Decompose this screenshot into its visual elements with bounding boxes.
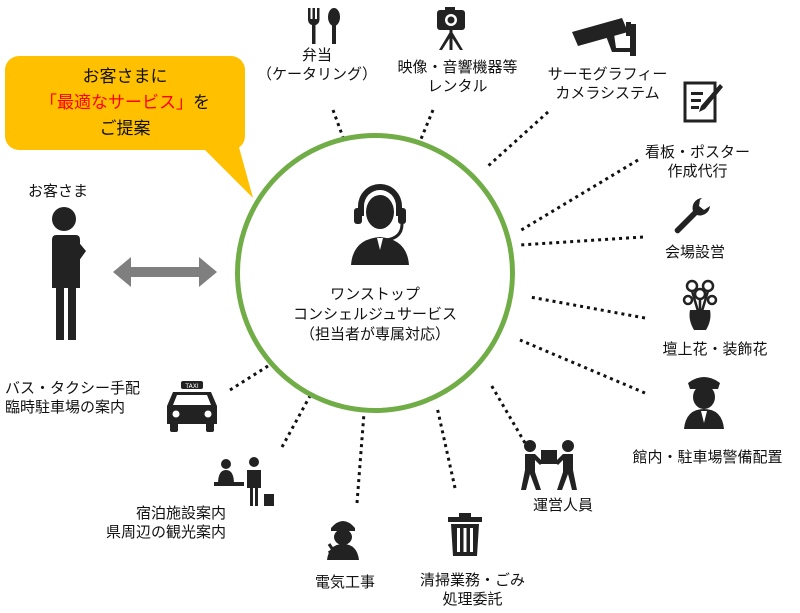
venue-setup-label: 会場設営 (664, 243, 725, 261)
link-cleaning (435, 406, 457, 489)
concierge-text: ワンストップ コンシェルジュサービス （担当者が専属対応） (265, 284, 485, 344)
wrench-icon (674, 198, 710, 234)
customer-label: お客さま (28, 182, 89, 200)
people-carrying-box-icon (521, 440, 577, 490)
lodging-label: 宿泊施設案内 県周辺の観光案内 (105, 504, 226, 541)
taxi-icon: TAXI (167, 381, 217, 432)
proposal-line-1: お客さまに (82, 67, 168, 87)
proposal-text: お客さまに 「最適なサービス」を ご提案 (5, 64, 245, 142)
cleaning-label: 清掃業務・ごみ 処理委託 (419, 571, 525, 608)
electric-label: 電気工事 (314, 573, 375, 591)
link-av (419, 109, 435, 140)
link-staff (488, 382, 527, 444)
security-camera-icon (572, 18, 636, 56)
concierge-line-2: コンシェルジュサービス (293, 305, 457, 323)
link-venue (519, 235, 644, 247)
speech-bubble-tail (195, 140, 253, 198)
concierge-line-3: （担当者が専属対応） (299, 325, 450, 343)
proposal-line-3: ご提案 (99, 119, 151, 139)
trash-can-icon (448, 513, 482, 556)
transport-label: バス・タクシー手配 臨時駐車場の案内 (5, 379, 141, 416)
link-flowers (529, 295, 646, 320)
link-security (519, 338, 646, 395)
svg-text:TAXI: TAXI (184, 383, 198, 390)
double-arrow-icon (113, 257, 217, 287)
staff-label: 運営人員 (532, 496, 593, 514)
reception-desk-icon (214, 457, 274, 506)
proposal-suffix: を (193, 93, 210, 113)
link-transport (229, 364, 269, 392)
bento-label: 弁当 （ケータリング） (256, 46, 377, 83)
av-rental-label: 映像・音響機器等 レンタル (397, 58, 518, 95)
link-signage (517, 158, 639, 234)
proposal-highlight: 「最適なサービス」 (40, 93, 193, 113)
thermography-label: サーモグラフィー カメラシステム (547, 65, 668, 102)
customer-person-icon (52, 207, 86, 340)
flowers-label: 壇上花・装飾花 (662, 340, 768, 358)
security-guard-label: 館内・駐車場警備配置 (632, 448, 783, 466)
sign-pen-icon (683, 81, 723, 123)
proposal-speech-bubble (5, 56, 245, 150)
security-guard-icon (684, 377, 724, 429)
electrician-icon (327, 521, 359, 560)
link-bento (331, 109, 346, 141)
signage-label: 看板・ポスター 作成代行 (644, 143, 750, 180)
concierge-line-1: ワンストップ (330, 285, 420, 303)
fork-spoon-icon (308, 8, 340, 44)
concierge-circle (235, 133, 515, 413)
camera-tripod-icon (437, 7, 465, 50)
link-electric (355, 412, 366, 504)
flower-vase-icon (682, 279, 718, 330)
link-thermo (485, 110, 550, 169)
headset-operator-icon (351, 184, 409, 265)
